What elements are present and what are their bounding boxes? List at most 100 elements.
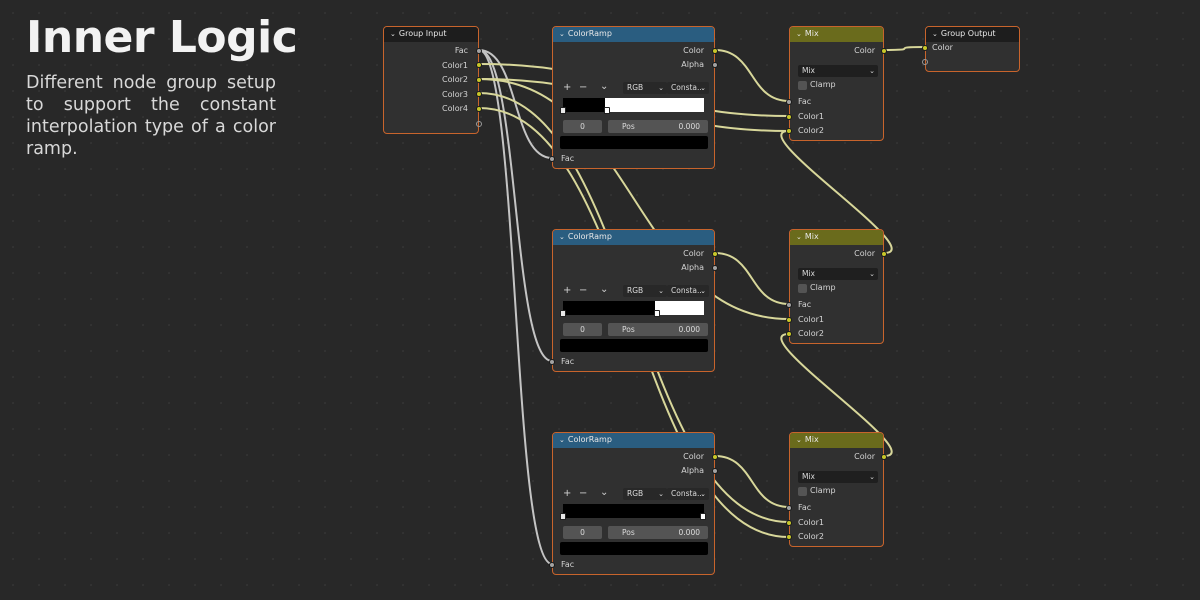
ramp-menu-button[interactable]: ⌄ (600, 487, 609, 498)
mix-header[interactable]: ⌄Mix (790, 433, 883, 448)
remove-stop-button[interactable]: − (579, 488, 588, 499)
color-ramp-bar[interactable] (563, 98, 704, 112)
add-stop-button[interactable]: + (563, 82, 572, 93)
blend-mode-dropdown[interactable]: Mix⌄ (798, 471, 878, 483)
clamp-checkbox[interactable] (798, 487, 807, 496)
link-mix1-to-output[interactable] (883, 46, 926, 51)
socket-out-empty[interactable] (476, 121, 482, 127)
collapse-chevron-icon[interactable]: ⌄ (390, 30, 396, 38)
colorramp-header[interactable]: ⌄ColorRamp (553, 230, 714, 245)
collapse-chevron-icon[interactable]: ⌄ (559, 436, 565, 444)
colorramp-header[interactable]: ⌄ColorRamp (553, 433, 714, 448)
stop-color-swatch[interactable] (560, 542, 708, 555)
mix-node-3[interactable]: ⌄Mix Color Mix⌄ Clamp Fac Color1 Color2 (786, 432, 887, 547)
color-mode-dropdown[interactable]: RGB⌄ (623, 285, 667, 297)
color-ramp-bar[interactable] (563, 504, 704, 518)
socket-in-color1[interactable] (786, 317, 792, 323)
socket-in-color2[interactable] (786, 128, 792, 134)
remove-stop-button[interactable]: − (579, 285, 588, 296)
group-output-header[interactable]: ⌄Group Output (926, 27, 1019, 42)
socket-out-alpha[interactable] (712, 265, 718, 271)
socket-in-fac[interactable] (549, 562, 555, 568)
link-fac-to-ramp1[interactable] (478, 49, 553, 159)
socket-out-color3[interactable] (476, 91, 482, 97)
group-input-header[interactable]: ⌄Group Input (384, 27, 478, 42)
color-ramp-bar[interactable] (563, 301, 704, 315)
socket-out-color[interactable] (881, 48, 887, 54)
group-input-node[interactable]: ⌄Group Input Fac Color1 Color2 Color3 Co… (383, 26, 482, 134)
ramp-stop-0[interactable] (560, 310, 566, 317)
socket-out-color[interactable] (712, 48, 718, 54)
link-fac-to-ramp2[interactable] (478, 49, 553, 362)
socket-out-color4[interactable] (476, 106, 482, 112)
ramp-menu-button[interactable]: ⌄ (600, 284, 609, 295)
socket-out-alpha[interactable] (712, 62, 718, 68)
stop-color-swatch[interactable] (560, 339, 708, 352)
mix-node-1[interactable]: ⌄Mix Color Mix⌄ Clamp Fac Color1 Color2 (786, 26, 887, 141)
collapse-chevron-icon[interactable]: ⌄ (796, 30, 802, 38)
clamp-checkbox[interactable] (798, 284, 807, 293)
socket-in-fac[interactable] (786, 505, 792, 511)
ramp-stop-0[interactable] (560, 107, 566, 114)
group-output-node[interactable]: ⌄Group Output Color (922, 26, 1020, 72)
socket-in-color2[interactable] (786, 534, 792, 540)
socket-in-color1[interactable] (786, 520, 792, 526)
collapse-chevron-icon[interactable]: ⌄ (559, 30, 565, 38)
clamp-checkbox[interactable] (798, 81, 807, 90)
socket-in-color[interactable] (922, 45, 928, 51)
colorramp-node-3[interactable]: ⌄ColorRamp Color Alpha + − ⌄ RGB⌄ Consta… (549, 432, 718, 575)
collapse-chevron-icon[interactable]: ⌄ (559, 233, 565, 241)
socket-in-fac[interactable] (786, 302, 792, 308)
colorramp-header[interactable]: ⌄ColorRamp (553, 27, 714, 42)
socket-in-fac[interactable] (786, 99, 792, 105)
socket-in-empty[interactable] (922, 59, 928, 65)
stop-index-field[interactable]: 0 (563, 323, 602, 336)
interpolation-dropdown[interactable]: Consta...⌄ (667, 488, 709, 500)
blend-mode-dropdown[interactable]: Mix⌄ (798, 268, 878, 280)
add-stop-button[interactable]: + (563, 285, 572, 296)
socket-out-color[interactable] (712, 454, 718, 460)
stop-index-field[interactable]: 0 (563, 526, 602, 539)
remove-stop-button[interactable]: − (579, 82, 588, 93)
socket-in-color2[interactable] (786, 331, 792, 337)
ramp-stop-0[interactable] (560, 513, 566, 520)
socket-out-alpha[interactable] (712, 468, 718, 474)
ramp-stop-1[interactable] (654, 310, 660, 317)
blend-mode-dropdown[interactable]: Mix⌄ (798, 65, 878, 77)
socket-out-fac[interactable] (476, 48, 482, 54)
color-mode-dropdown[interactable]: RGB⌄ (623, 488, 667, 500)
ramp-stop-1[interactable] (604, 107, 610, 114)
collapse-chevron-icon[interactable]: ⌄ (932, 30, 938, 38)
colorramp-node-1[interactable]: ⌄ColorRamp Color Alpha + − ⌄ RGB⌄ Consta… (549, 26, 718, 169)
socket-out-color2[interactable] (476, 77, 482, 83)
collapse-chevron-icon[interactable]: ⌄ (796, 436, 802, 444)
mix-header[interactable]: ⌄Mix (790, 230, 883, 245)
ramp-stop-1[interactable] (700, 513, 706, 520)
collapse-chevron-icon[interactable]: ⌄ (796, 233, 802, 241)
mix-header[interactable]: ⌄Mix (790, 27, 883, 42)
socket-out-color1[interactable] (476, 62, 482, 68)
socket-in-color1[interactable] (786, 114, 792, 120)
interpolation-dropdown[interactable]: Consta...⌄ (667, 285, 709, 297)
socket-out-color[interactable] (712, 251, 718, 257)
stop-index-field[interactable]: 0 (563, 120, 602, 133)
ramp-menu-button[interactable]: ⌄ (600, 81, 609, 92)
socket-in-fac[interactable] (549, 156, 555, 162)
add-stop-button[interactable]: + (563, 488, 572, 499)
link-fac-to-ramp3[interactable] (478, 49, 553, 565)
stop-color-swatch[interactable] (560, 136, 708, 149)
socket-out-color[interactable] (881, 454, 887, 460)
socket-in-fac[interactable] (549, 359, 555, 365)
link-ramp1-to-mix1-fac[interactable] (714, 49, 790, 102)
link-ramp3-to-mix3-fac[interactable] (714, 455, 790, 508)
socket-out-color[interactable] (881, 251, 887, 257)
colorramp-node-2[interactable]: ⌄ColorRamp Color Alpha + − ⌄ RGB⌄ Consta… (549, 229, 718, 372)
link-ramp2-to-mix2-fac[interactable] (714, 252, 790, 305)
mix-node-2[interactable]: ⌄Mix Color Mix⌄ Clamp Fac Color1 Color2 (786, 229, 887, 344)
color-mode-dropdown[interactable]: RGB⌄ (623, 82, 667, 94)
interpolation-dropdown[interactable]: Consta...⌄ (667, 82, 709, 94)
